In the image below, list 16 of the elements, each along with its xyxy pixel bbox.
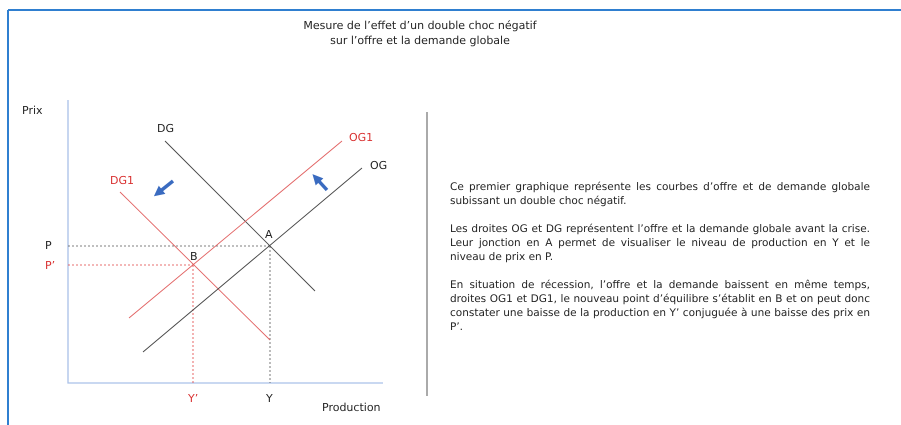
point-label: A	[265, 228, 273, 241]
curve-label: OG1	[349, 131, 374, 144]
axis-title: Prix	[22, 104, 43, 117]
paragraph: Les droites OG et DG représentent l’offre et la demande globale avant la crise. Leur jonction en A permet de visualiser le niveau de production en Y et le niveau de prix en P.	[450, 222, 870, 264]
paragraph: En situation de récession, l’offre et la demande baissent en même temps, droites OG1 et DG1, le nouveau point d’équilibre s’établit en B et on peut donc constater une baisse de la production en Y’ conjuguée à une baisse des prix en P’.	[450, 278, 870, 334]
point-label: B	[190, 250, 198, 263]
curve-label: DG	[157, 122, 174, 135]
chart-title: Mesure de l’effet d’un double choc négatif sur l’offre et la demande globale	[302, 18, 538, 48]
tick-label: P’	[45, 259, 56, 272]
paragraph: Ce premier graphique représente les courbes d’offre et de demande globale subissant un double choc négatif.	[450, 180, 870, 208]
tick-label: P	[45, 239, 52, 252]
axis-title: Production	[322, 401, 381, 414]
tick-label: Y’	[188, 392, 198, 405]
curve-label: OG	[370, 159, 388, 172]
curve-label: DG1	[110, 174, 134, 187]
tick-label: Y	[266, 392, 273, 405]
